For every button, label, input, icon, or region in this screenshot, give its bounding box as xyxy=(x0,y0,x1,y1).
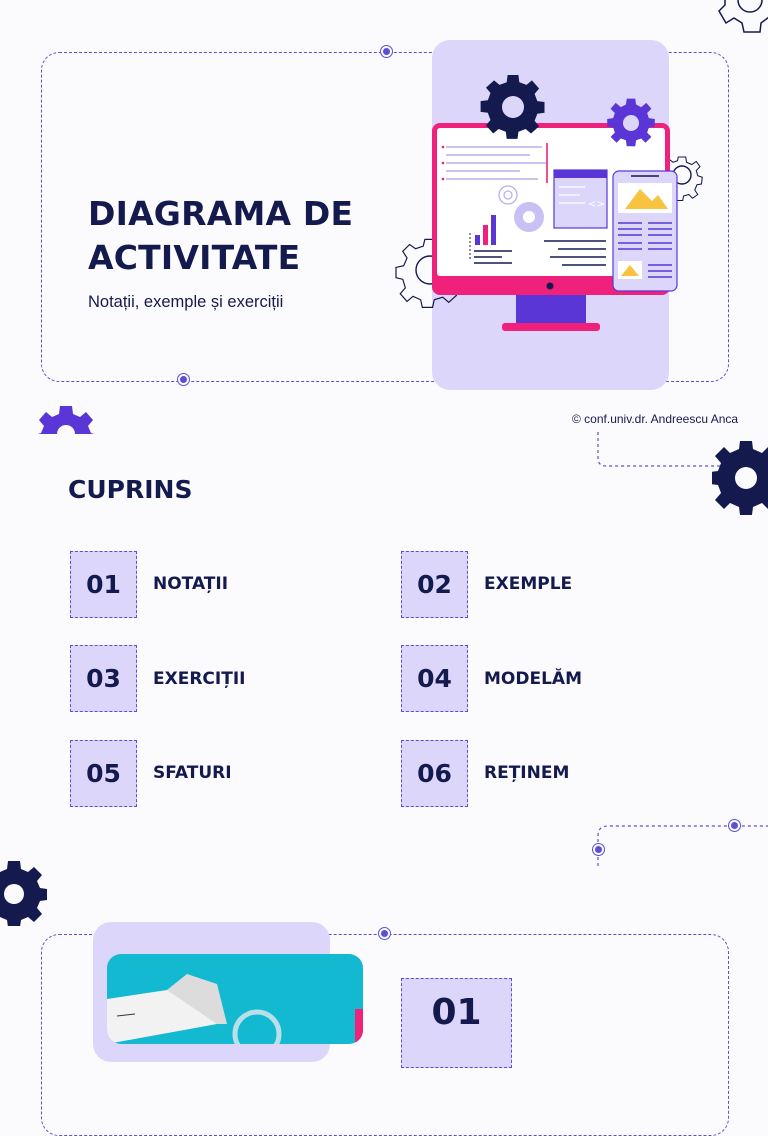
toc-number-01[interactable]: 01 xyxy=(70,551,137,618)
toc-item-retinem[interactable]: REȚINEM xyxy=(484,763,570,783)
connector-node xyxy=(731,822,738,829)
copyright-note: © conf.univ.dr. Andreescu Anca xyxy=(572,412,739,426)
connector-node xyxy=(180,376,187,383)
toc-item-exercitii[interactable]: EXERCIȚII xyxy=(153,669,246,689)
connector-node xyxy=(595,846,602,853)
connector-line xyxy=(597,432,768,467)
toc-heading: CUPRINS xyxy=(68,475,193,504)
gear-icon xyxy=(38,406,94,434)
phone-illustration xyxy=(612,170,678,292)
section-number-box: 01 xyxy=(401,978,512,1068)
connector-node xyxy=(383,48,390,55)
toc-item-exemple[interactable]: EXEMPLE xyxy=(484,574,573,594)
document-title: DIAGRAMA DE ACTIVITATE xyxy=(88,192,408,280)
toc-number-05[interactable]: 05 xyxy=(70,740,137,807)
gear-icon xyxy=(718,0,768,33)
svg-text:<>: <> xyxy=(588,199,605,210)
toc-item-modelam[interactable]: MODELĂM xyxy=(484,669,582,689)
document-subtitle: Notații, exemple și exerciții xyxy=(88,293,284,311)
bar-chart-icon xyxy=(469,215,512,264)
toc-item-sfaturi[interactable]: SFATURI xyxy=(153,763,232,783)
title-line-2: ACTIVITATE xyxy=(88,238,301,277)
section-number: 01 xyxy=(431,992,482,1033)
toc-number-04[interactable]: 04 xyxy=(401,645,468,712)
gear-icon xyxy=(712,441,768,515)
toc-item-notatii[interactable]: NOTAȚII xyxy=(153,574,229,594)
title-line-1: DIAGRAMA DE xyxy=(88,194,354,233)
toc-number-02[interactable]: 02 xyxy=(401,551,468,618)
connector-line xyxy=(597,825,768,866)
toc-number-03[interactable]: 03 xyxy=(70,645,137,712)
document-image xyxy=(107,974,363,1044)
section-photo xyxy=(107,954,363,1044)
gear-icon xyxy=(0,861,47,926)
connector-node xyxy=(381,930,388,937)
monitor-illustration: <> xyxy=(395,75,703,331)
mountain-image-icon xyxy=(621,265,639,276)
toc-number-06[interactable]: 06 xyxy=(401,740,468,807)
